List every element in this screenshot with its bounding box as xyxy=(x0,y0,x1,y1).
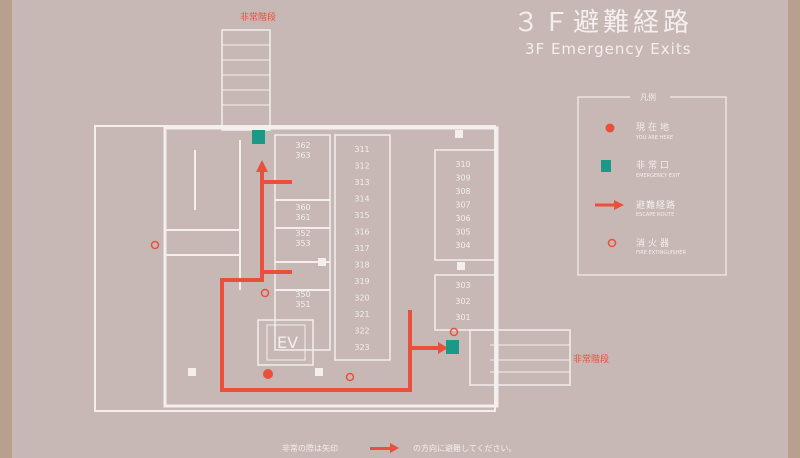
room-number: 303 xyxy=(455,281,470,290)
legend-item-en: FIRE EXTINGUISHER xyxy=(636,250,686,256)
room-number: 363 xyxy=(295,151,310,160)
fire-extinguisher-icon xyxy=(345,372,355,382)
legend-item-jp: 非常口 xyxy=(636,161,673,171)
stairs-label-right: 非常階段 xyxy=(573,355,610,365)
room-number: 305 xyxy=(455,228,470,237)
elevator-label: EV xyxy=(277,333,298,352)
stairwell-right xyxy=(469,329,571,386)
legend-item-en: EMERGENCY EXIT xyxy=(636,173,681,179)
room-number: 311 xyxy=(354,145,369,154)
legend-item-jp: 消火器 xyxy=(636,239,673,249)
fire-extinguisher-icon xyxy=(260,288,270,298)
title-en: 3F Emergency Exits xyxy=(525,40,692,58)
room-number: 318 xyxy=(354,261,369,270)
red-circle-icon xyxy=(607,238,617,248)
room-number: 320 xyxy=(354,294,369,303)
room-number: 360 xyxy=(295,203,310,212)
room-number: 316 xyxy=(354,228,369,237)
stairs-label-top: 非常階段 xyxy=(240,13,277,23)
room-number: 312 xyxy=(354,162,369,171)
red-dot-icon xyxy=(605,123,615,133)
room-number: 361 xyxy=(295,213,310,222)
you-are-here-icon xyxy=(263,369,273,379)
route-arrowhead xyxy=(438,342,448,354)
room-number: 302 xyxy=(455,297,470,306)
room-number: 352 xyxy=(295,229,310,238)
room-number: 304 xyxy=(455,241,470,250)
exit-sign-icon xyxy=(601,160,611,172)
building-outline xyxy=(94,125,496,412)
room-number: 322 xyxy=(354,327,369,336)
room-number: 301 xyxy=(455,313,470,322)
legend-header: 凡例 xyxy=(640,93,656,102)
footer-arrow-icon xyxy=(370,447,392,450)
room-number: 309 xyxy=(455,174,470,183)
stairwell-top xyxy=(221,29,271,131)
room-number: 306 xyxy=(455,214,470,223)
room-number: 319 xyxy=(354,277,369,286)
exit-sign-icon xyxy=(446,340,459,354)
wall-edge-left xyxy=(0,0,12,458)
footer-text-before: 非常の際は矢印 xyxy=(282,444,338,453)
legend-item-en: YOU ARE HERE xyxy=(636,135,674,141)
fire-extinguisher-icon xyxy=(449,327,459,337)
legend-item-en: ESCAPE ROUTE xyxy=(636,212,675,218)
room-number: 310 xyxy=(455,160,470,169)
title-jp: ３Ｆ避難経路 xyxy=(513,8,694,38)
room-number: 317 xyxy=(354,244,369,253)
legend-item-jp: 避難経路 xyxy=(636,201,677,211)
room-number: 362 xyxy=(295,141,310,150)
room-number: 321 xyxy=(354,310,369,319)
footer-text-after: の方向に避難してください。 xyxy=(413,444,517,453)
fire-extinguisher-icon xyxy=(150,240,160,250)
room-number: 315 xyxy=(354,211,369,220)
room-number: 307 xyxy=(455,201,470,210)
room-number: 313 xyxy=(354,178,369,187)
room-number: 308 xyxy=(455,187,470,196)
room-number: 323 xyxy=(354,343,369,352)
room-number: 314 xyxy=(354,195,369,204)
room-number: 353 xyxy=(295,239,310,248)
wall-edge-right xyxy=(788,0,800,458)
room-number: 350 xyxy=(295,290,310,299)
room-number: 351 xyxy=(295,300,310,309)
legend-item-jp: 現在地 xyxy=(636,123,673,133)
route-arrowhead xyxy=(256,160,268,172)
escape-route xyxy=(220,172,440,392)
exit-sign-icon xyxy=(252,130,265,144)
